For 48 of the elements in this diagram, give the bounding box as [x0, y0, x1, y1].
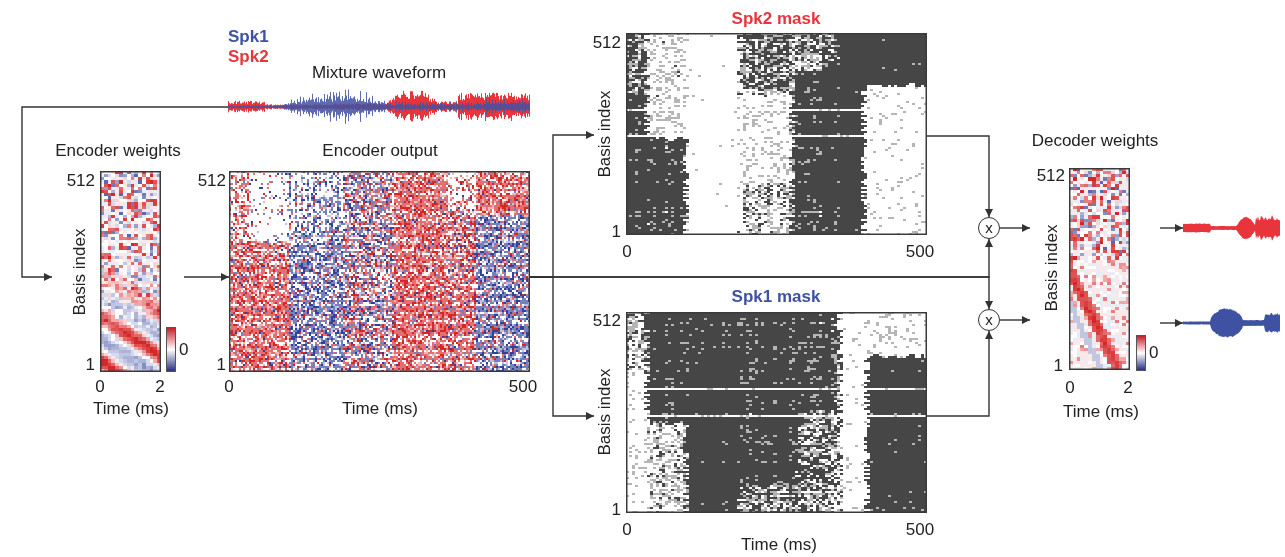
axis-title: Time (ms)	[1063, 403, 1139, 421]
axis-tick-label: 1	[216, 356, 226, 374]
arrow	[926, 330, 993, 417]
legend-label: Spk2	[228, 48, 269, 66]
axis-tick-label: 1	[1053, 357, 1063, 375]
arrow	[183, 273, 230, 281]
axis-tick-label: 500	[905, 521, 935, 539]
arrow	[21, 106, 229, 281]
axis-title: Basis index	[596, 368, 614, 456]
axis-tick-label: 2	[1123, 379, 1133, 397]
axis-tick-label: 2	[155, 378, 165, 396]
plot-title: Decoder weights	[1031, 132, 1159, 150]
axis-tick-label: 512	[197, 172, 226, 190]
arrow	[999, 316, 1031, 324]
axis-tick-label: 500	[905, 243, 935, 261]
axis-tick-label: 0	[95, 378, 105, 396]
waveform-drawing	[1183, 214, 1280, 242]
plot-title: Mixture waveform	[311, 64, 447, 82]
axis-tick-label: 0	[224, 378, 234, 396]
waveform-drawing	[1183, 308, 1280, 338]
axis-tick-label: 500	[508, 378, 538, 396]
axis-tick-label: 512	[592, 34, 621, 52]
axis-title: Basis index	[1043, 224, 1061, 312]
arrow	[999, 224, 1031, 232]
arrow	[1159, 319, 1184, 327]
axis-tick-label: 0	[1065, 379, 1075, 397]
plot-title: Spk2 mask	[731, 10, 821, 28]
plot-title: Spk1 mask	[731, 288, 821, 306]
axis-tick-label: 512	[66, 172, 95, 190]
plot-title: Encoder weights	[55, 142, 181, 160]
axis-tick-label: 1	[611, 223, 621, 241]
arrow	[926, 135, 993, 218]
axis-tick-label: 1	[85, 356, 95, 374]
arrow	[1159, 224, 1184, 232]
axis-tick-label: 512	[592, 312, 621, 330]
plot-title: Encoder output	[322, 142, 438, 160]
axis-title: Basis index	[596, 90, 614, 178]
axis-title: Basis index	[71, 228, 89, 316]
axis-tick-label: 0	[622, 521, 632, 539]
axis-title: Time (ms)	[741, 536, 817, 554]
legend-label: Spk1	[228, 28, 269, 46]
axis-title: Time (ms)	[342, 400, 418, 418]
axis-tick-label: 0	[622, 243, 632, 261]
axis-tick-label: 512	[1036, 167, 1065, 185]
colorbar-tick-label: 0	[1149, 344, 1159, 362]
axis-title: Time (ms)	[93, 400, 169, 418]
axis-tick-label: 1	[611, 501, 621, 519]
colorbar-tick-label: 0	[179, 341, 189, 359]
